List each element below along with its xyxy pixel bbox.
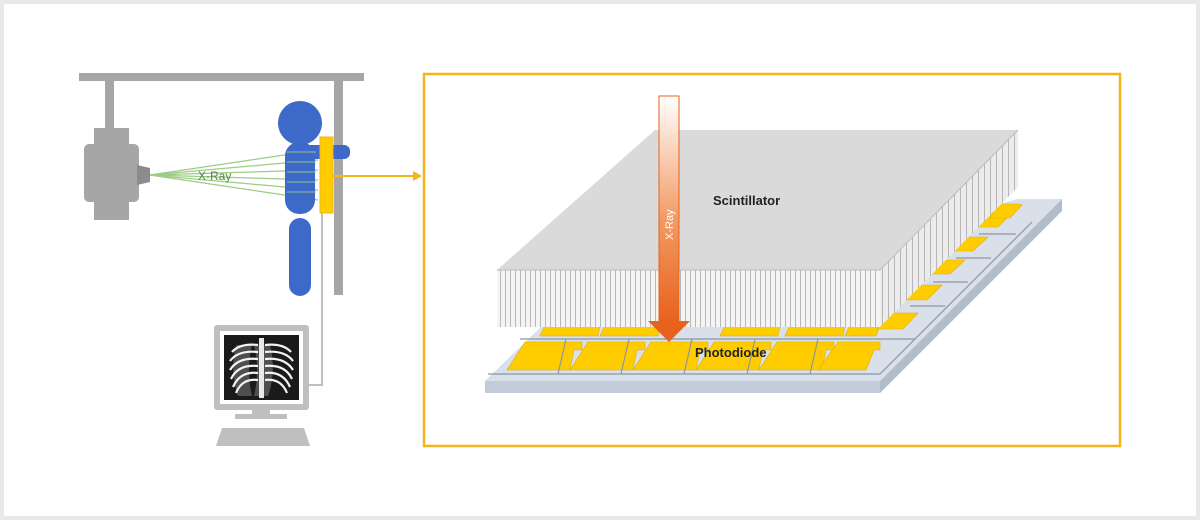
substrate-side <box>880 199 1062 393</box>
scintillator-side-face <box>880 130 1018 327</box>
xray-incident-arrow: X-Ray <box>648 95 690 342</box>
scintillator-label: Scintillator <box>713 193 780 208</box>
gantry-right-post <box>334 81 343 295</box>
gantry-left-post <box>105 81 114 131</box>
scintillator-top-face <box>497 130 1018 270</box>
detector-panel <box>319 136 334 214</box>
pixel-grid-lines <box>488 221 1033 375</box>
gantry-top-bar <box>79 73 364 81</box>
detector-cable <box>309 213 323 386</box>
xray-arrow-label: X-Ray <box>664 209 676 240</box>
photodiode-label: Photodiode <box>695 345 767 360</box>
detector-zoom-frame <box>422 72 1122 448</box>
xray-beam-label: X-Ray <box>198 169 231 183</box>
xray-room-scene: X-Ray <box>79 73 422 446</box>
xray-source-icon <box>84 128 150 220</box>
detector-cross-section: Scintillator X-Ray Photodiode <box>485 95 1062 393</box>
scintillator-front-face <box>497 270 880 327</box>
keyboard-icon <box>216 428 310 446</box>
patient-figure-icon <box>278 101 350 296</box>
substrate-front <box>485 381 880 393</box>
xray-monitor-icon <box>214 325 309 419</box>
zoom-connector-arrow <box>333 171 422 181</box>
